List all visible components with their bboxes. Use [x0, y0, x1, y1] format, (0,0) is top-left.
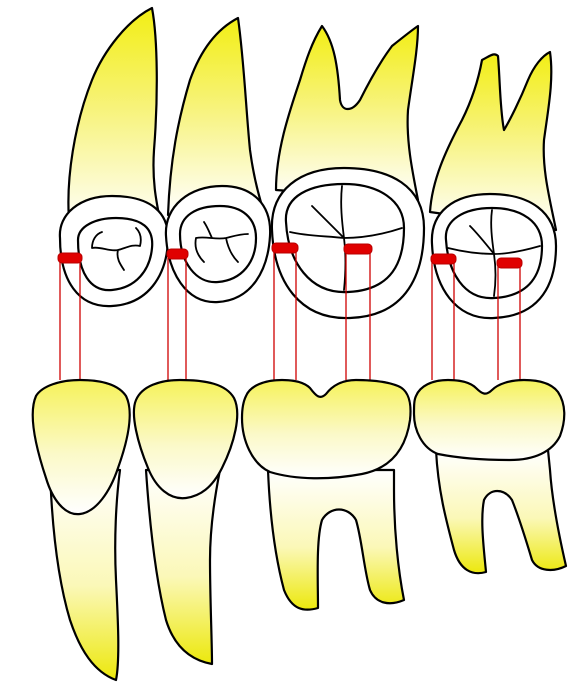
contact-marker-1 [58, 253, 82, 263]
contact-marker-6 [497, 258, 522, 268]
contact-marker-5 [431, 254, 456, 264]
lower-first-molar-roots [268, 470, 404, 610]
contact-marker-2 [167, 249, 188, 259]
lower-teeth-row [33, 380, 566, 680]
lower-first-molar-crown [242, 380, 411, 478]
contact-marker-4 [344, 244, 372, 254]
contact-marker-3 [272, 243, 298, 253]
lower-second-molar-roots [436, 450, 566, 573]
lower-second-molar-crown [414, 380, 564, 460]
